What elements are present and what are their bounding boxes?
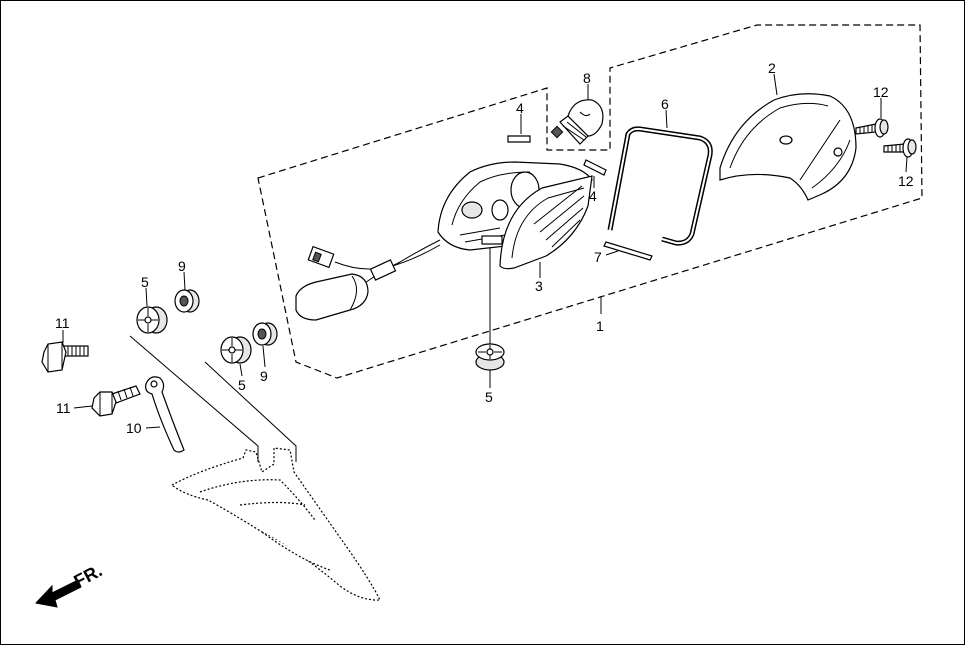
callout-7: 7 [594, 249, 602, 265]
assembly-outline [257, 24, 923, 379]
mount-guide-line-a [129, 335, 259, 462]
grommet-5-lower [475, 343, 505, 371]
lamp-housing [437, 161, 593, 251]
gasket-6 [607, 126, 713, 246]
wiring-harness [295, 239, 441, 321]
bulb-8 [550, 99, 604, 145]
callout-5-lower: 5 [485, 389, 493, 405]
outer-lens-2 [719, 93, 857, 201]
callout-5-middle: 5 [238, 377, 246, 393]
callout-9-upper: 9 [178, 258, 186, 274]
connector-plug [295, 273, 369, 321]
callout-3: 3 [535, 278, 543, 294]
wedge-4-right [583, 159, 607, 176]
mount-guide-line-b [204, 361, 297, 462]
clip-10 [145, 376, 185, 453]
callout-6: 6 [661, 96, 669, 112]
front-arrow-icon [35, 579, 82, 608]
screw-12-lower [883, 138, 917, 158]
rear-fender [170, 447, 381, 601]
bolt-11-lower [91, 385, 141, 417]
callout-8: 8 [583, 70, 591, 86]
grommet-5-middle [220, 336, 252, 364]
leader-lines [62, 73, 908, 429]
callout-5-upper: 5 [141, 274, 149, 290]
callout-4-upper: 4 [516, 100, 524, 116]
callout-11-lower: 11 [56, 400, 71, 416]
callout-9-middle: 9 [260, 368, 268, 384]
wedge-4-upper [507, 135, 531, 143]
callout-10: 10 [126, 420, 142, 436]
connector-small [307, 245, 335, 269]
bushing-9-middle [252, 322, 278, 346]
callout-4-right: 4 [589, 188, 597, 204]
strip-7 [603, 241, 653, 261]
callout-2: 2 [768, 60, 776, 76]
callout-1: 1 [596, 318, 604, 334]
bolt-11-upper [41, 341, 89, 373]
callout-12-upper: 12 [873, 84, 889, 100]
side-lens-3 [499, 175, 593, 270]
grommet-5-upper [136, 306, 168, 334]
screw-12-upper [855, 118, 889, 138]
callout-12-lower: 12 [898, 173, 914, 189]
bushing-9-upper [174, 289, 200, 313]
callout-11-upper: 11 [55, 315, 70, 331]
